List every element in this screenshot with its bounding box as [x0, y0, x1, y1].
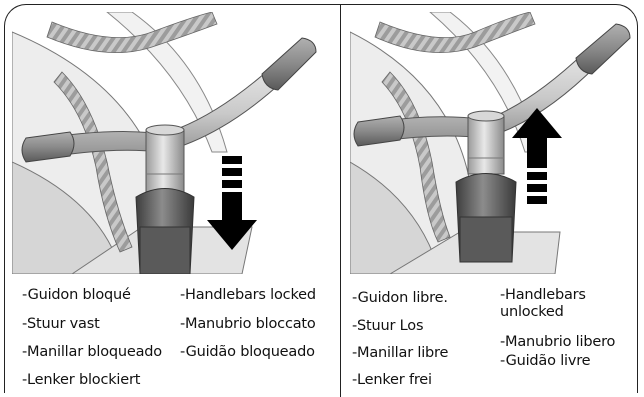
panel-divider [340, 4, 341, 397]
label-manubrio-libero: -Manubrio libero [500, 334, 615, 351]
label-guidon-bloque: -Guidon bloqué [22, 287, 131, 304]
label-guidao-bloqueado: -Guidão bloqueado [180, 344, 315, 361]
label-handlebars-locked: -Handlebars locked [180, 287, 316, 304]
label-manillar-libre: -Manillar libre [352, 345, 448, 362]
label-guidon-libre: -Guidon libre. [352, 290, 448, 307]
label-guidao-livre: -Guidão livre [500, 353, 590, 370]
label-manubrio-bloccato: -Manubrio bloccato [180, 316, 316, 333]
handlebar-unlocked-illustration [350, 12, 638, 274]
arrow-down-icon [12, 12, 332, 274]
label-lenker-frei: -Lenker frei [352, 372, 432, 389]
label-stuur-vast: -Stuur vast [22, 316, 100, 333]
label-stuur-los: -Stuur Los [352, 318, 423, 335]
arrow-up-icon [350, 12, 638, 274]
label-lenker-blockiert: -Lenker blockiert [22, 372, 140, 389]
label-manillar-bloqueado: -Manillar bloqueado [22, 344, 162, 361]
label-handlebars-unlocked: -Handlebars unlocked [500, 287, 625, 322]
handlebar-locked-illustration [12, 12, 332, 274]
